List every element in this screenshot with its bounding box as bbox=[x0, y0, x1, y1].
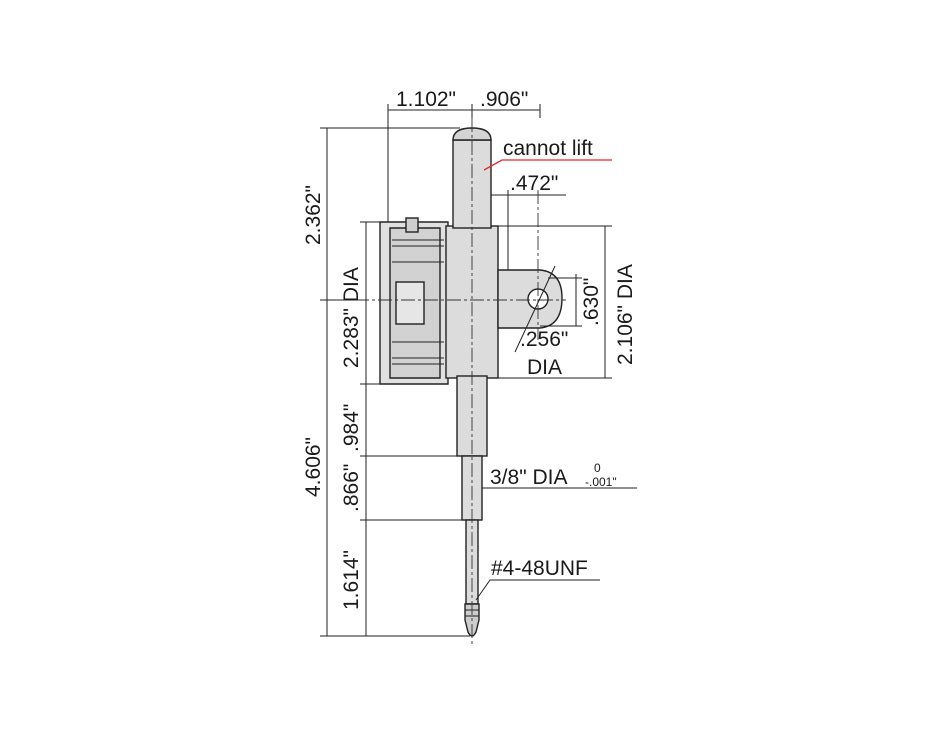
hole-dia-label: .256" bbox=[520, 328, 568, 351]
dimension-lines bbox=[320, 104, 637, 637]
stem-tol-upper-label: 0 bbox=[594, 461, 601, 475]
back-dia-label: 2.106" DIA bbox=[614, 264, 637, 365]
center-lines bbox=[355, 118, 566, 646]
stem-offset-label: .906" bbox=[480, 88, 528, 111]
cannot-lift-leader bbox=[483, 159, 612, 171]
top-height-label: 2.362" bbox=[302, 185, 325, 245]
thread-leader bbox=[475, 579, 600, 601]
total-height-label: 4.606" bbox=[302, 437, 325, 497]
bezel-width-label: 1.102" bbox=[396, 88, 456, 111]
dimension-labels: 1.102" .906" cannot lift .472" 2.362" 2.… bbox=[302, 88, 637, 610]
stem-length-label: .984" bbox=[340, 404, 363, 452]
hole-dia-suffix-label: DIA bbox=[527, 356, 562, 379]
thread-label: #4-48UNF bbox=[491, 557, 588, 580]
bezel-top-tab bbox=[405, 217, 419, 233]
hole-height-label: .630" bbox=[580, 278, 603, 326]
cannot-lift-label: cannot lift bbox=[503, 137, 593, 160]
lug-offset-label: .472" bbox=[510, 172, 558, 195]
stem-dia-label: 3/8" DIA bbox=[490, 466, 568, 489]
display-window bbox=[395, 281, 425, 325]
contact-length-label: 1.614" bbox=[340, 550, 363, 610]
hole-dia-leader bbox=[514, 265, 556, 353]
stem-tol-lower-label: -.001" bbox=[585, 475, 617, 489]
body-dia-label: 2.283" DIA bbox=[340, 267, 363, 368]
spindle-length-label: .866" bbox=[340, 464, 363, 512]
